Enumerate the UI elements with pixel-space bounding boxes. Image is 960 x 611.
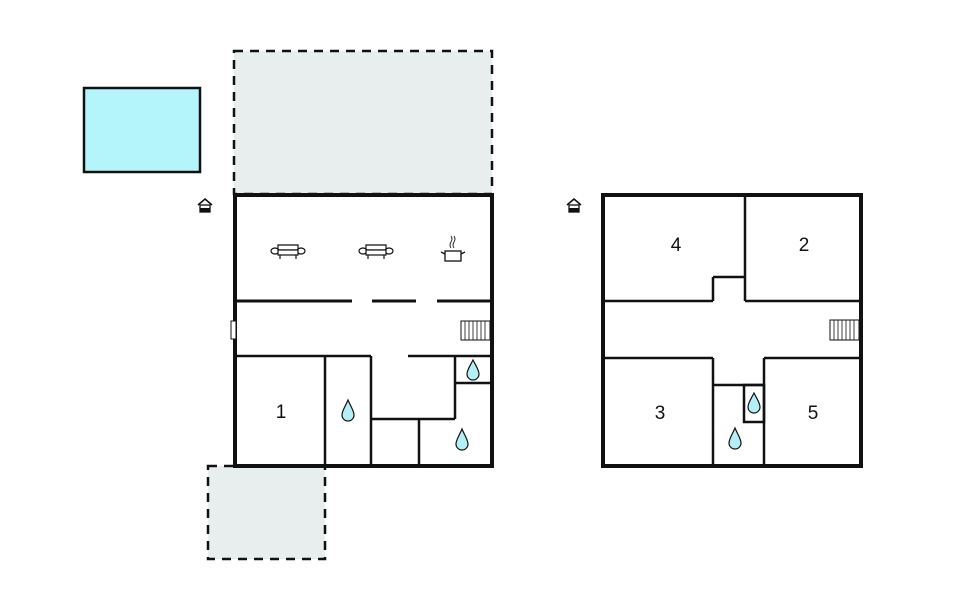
- sofa-icon: [270, 244, 306, 259]
- entrance-icon: [566, 197, 582, 213]
- bathroom-drop-icon: [728, 426, 742, 450]
- stairs-icon: [460, 320, 491, 341]
- sofa-icon: [358, 244, 394, 259]
- bathroom-drop-icon: [455, 427, 469, 451]
- bathroom-drop-icon: [466, 358, 480, 381]
- entrance-icon: [197, 197, 213, 213]
- room-label-2: 2: [799, 235, 810, 256]
- ground-floor: 1: [230, 193, 494, 468]
- terrace-top: [232, 49, 494, 196]
- bathroom-drop-icon: [341, 398, 355, 422]
- room-label-5: 5: [808, 403, 819, 424]
- room-label-1: 1: [276, 402, 287, 423]
- stairs-icon: [829, 319, 860, 341]
- cooking-pot-icon: [440, 235, 466, 262]
- room-label-3: 3: [655, 403, 666, 424]
- pool: [82, 86, 202, 174]
- door: [230, 320, 237, 340]
- room-label-4: 4: [671, 235, 682, 256]
- bathroom-drop-icon: [747, 391, 761, 414]
- terrace-bottom: [206, 464, 327, 561]
- first-floor: 4 2 3 5: [601, 193, 863, 468]
